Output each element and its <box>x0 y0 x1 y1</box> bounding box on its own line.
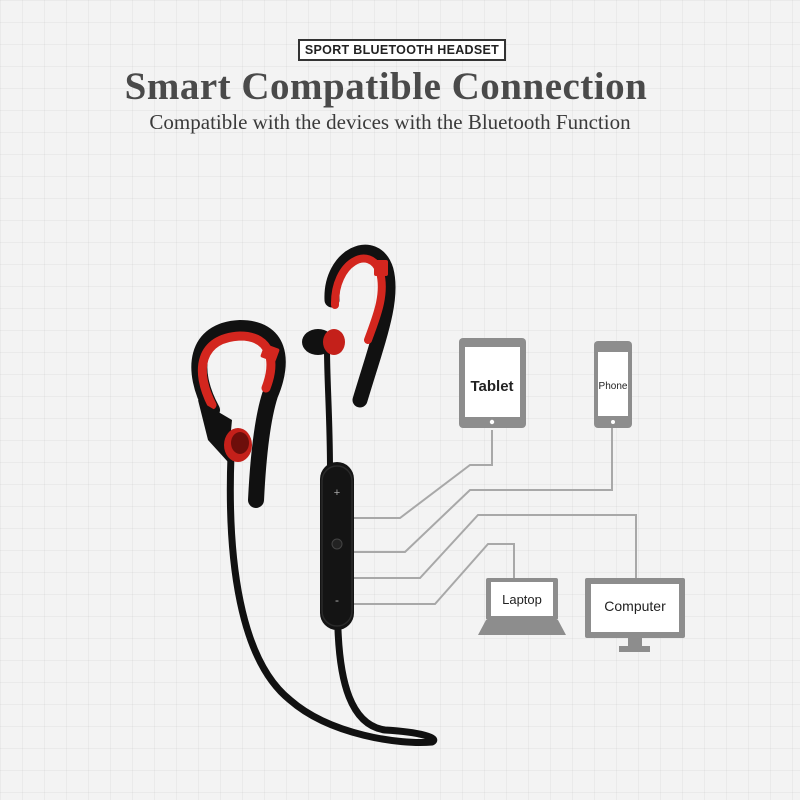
computer-device: Computer <box>585 578 685 652</box>
right-earhook <box>324 244 396 408</box>
tablet-connector <box>354 430 493 519</box>
headset: + - <box>191 244 438 746</box>
computer-connector <box>354 514 637 579</box>
tablet-device: Tablet <box>459 338 526 428</box>
right-cable <box>324 347 333 473</box>
neck-cable <box>226 451 438 746</box>
inline-remote: + - <box>320 462 354 630</box>
phone-device: Phone <box>594 341 632 428</box>
product-badge: SPORT BLUETOOTH HEADSET <box>298 39 506 61</box>
tablet-label: Tablet <box>470 378 513 395</box>
phone-connector <box>354 428 613 553</box>
computer-label: Computer <box>604 598 666 614</box>
phone-label: Phone <box>599 381 628 392</box>
volume-up-label: + <box>334 487 340 499</box>
laptop-label: Laptop <box>502 592 542 607</box>
page-title: Smart Compatible Connection <box>124 65 648 108</box>
laptop-device: Laptop <box>478 578 566 635</box>
right-earbud <box>302 329 345 355</box>
power-button <box>331 538 343 550</box>
connector-lines <box>354 428 637 605</box>
page-subtitle: Compatible with the devices with the Blu… <box>149 110 631 134</box>
volume-down-label: - <box>335 593 339 607</box>
laptop-connector <box>354 543 515 605</box>
left-earhook <box>191 319 286 508</box>
left-earbud <box>224 428 252 462</box>
